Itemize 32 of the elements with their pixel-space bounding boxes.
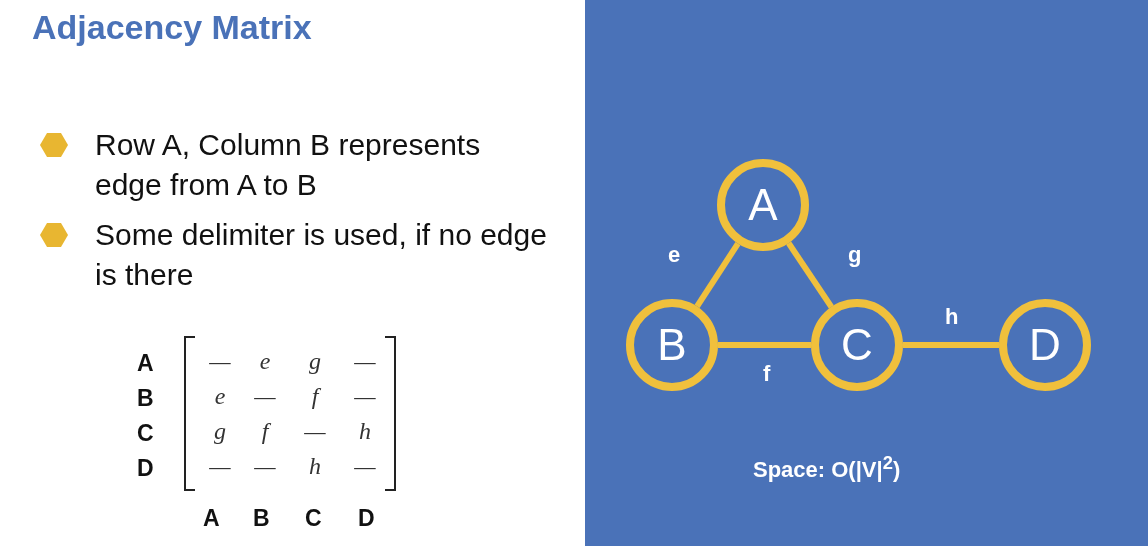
matrix-entry: — [208,348,232,374]
connector-line [903,342,999,348]
matrix-entry: h [308,453,322,479]
matrix-entry: g [213,418,227,444]
matrix-entry: — [353,453,377,479]
connector-line [718,342,811,348]
row-label: B [137,385,154,411]
bullet-text: Row A, Column B represents edge from A to B [95,127,482,203]
matrix-entry: — [253,383,277,409]
matrix-entry: — [303,418,327,444]
matrix-entry: — [353,383,377,409]
matrix-entry: e [213,383,227,409]
row-label: A [137,350,154,376]
matrix-entry: h [358,418,372,444]
connector-line [786,241,834,309]
matrix-entry: — [208,453,232,479]
column-label: A [203,505,220,531]
column-label: D [358,505,375,531]
matrix-entry: g [308,348,322,374]
matrix-entry: f [260,418,272,444]
column-label: B [253,505,270,531]
complexity-text: Space: O(|V|$^{2}$) [753,452,901,484]
row-label: D [137,455,154,481]
matrix-entry: — [253,453,277,479]
matrix-entry: e [258,348,272,374]
row-label: C [137,420,154,446]
matrix-entry: — [353,348,377,374]
slide-title: Adjacency Matrix [32,8,312,47]
bullet-text: Some delimiter is used, if no edge is there [95,217,548,293]
column-label: C [305,505,322,531]
matrix-entry: f [310,383,322,409]
connector-line [694,241,741,309]
